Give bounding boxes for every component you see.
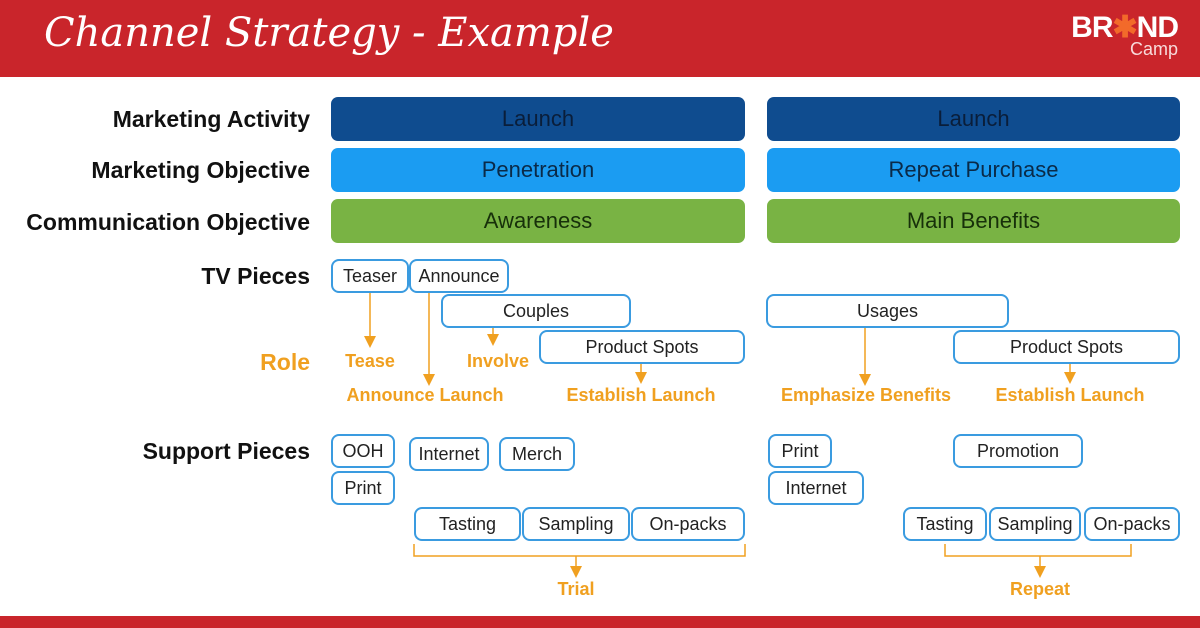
row-label-tv: TV Pieces [201,263,310,289]
row-label-activity: Marketing Activity [112,106,310,132]
role-establish-launch: Establish Launch [566,385,716,405]
role-tease: Tease [345,351,395,371]
support-promotion: Promotion [953,434,1083,468]
right-activity: Launch [767,97,1180,141]
footer-bar [0,616,1200,628]
support-sampling: Sampling [522,507,630,541]
tv-piece-usages: Usages [766,294,1009,328]
tv-piece-product-spots: Product Spots [539,330,745,364]
support-on-packs-right: On-packs [1084,507,1180,541]
support-print: Print [331,471,395,505]
tv-piece-announce: Announce [409,259,509,293]
tv-piece-product-spots-right: Product Spots [953,330,1180,364]
support-on-packs: On-packs [631,507,745,541]
support-tasting-right: Tasting [903,507,987,541]
right-objective: Repeat Purchase [767,148,1180,192]
support-merch: Merch [499,437,575,471]
tv-piece-couples: Couples [441,294,631,328]
tv-piece-teaser: Teaser [331,259,409,293]
support-tasting: Tasting [414,507,521,541]
left-communication: Awareness [331,199,745,243]
role-establish-launch-right: Establish Launch [995,385,1145,405]
role-emphasize-benefits: Emphasize Benefits [780,385,952,405]
role-announce-launch: Announce Launch [346,385,504,405]
row-label-role: Role [260,349,310,375]
page-title: Channel Strategy - Example [44,10,614,56]
right-communication: Main Benefits [767,199,1180,243]
support-sampling-right: Sampling [989,507,1081,541]
support-result-trial: Trial [557,579,595,599]
support-result-repeat: Repeat [1009,579,1071,599]
row-label-support: Support Pieces [142,438,310,464]
support-print-right: Print [768,434,832,468]
row-label-communication: Communication Objective [26,209,310,235]
support-internet: Internet [409,437,489,471]
support-internet-right: Internet [768,471,864,505]
support-ooh: OOH [331,434,395,468]
row-label-objective: Marketing Objective [91,157,310,183]
left-objective: Penetration [331,148,745,192]
left-activity: Launch [331,97,745,141]
role-involve: Involve [466,351,530,371]
